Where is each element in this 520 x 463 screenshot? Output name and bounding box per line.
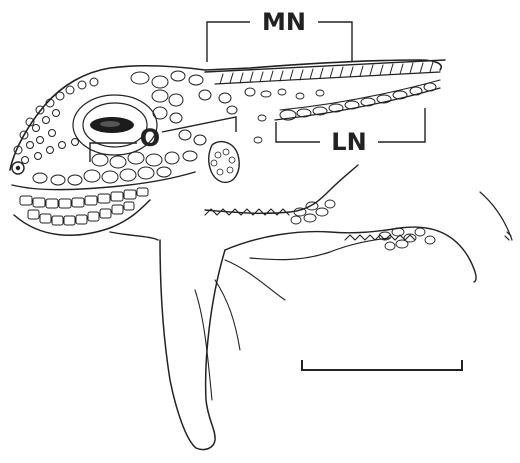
- body-outline: [205, 165, 512, 282]
- nostril: [12, 162, 24, 174]
- scale-bar: [302, 360, 462, 370]
- lateral-nuchal-row: [275, 80, 440, 120]
- head-scales: [14, 71, 255, 225]
- ear-opening: [209, 142, 239, 183]
- neck-scales: [254, 89, 324, 143]
- o-label: O: [140, 124, 160, 152]
- ln-label: LN: [331, 128, 366, 156]
- dewlap: [160, 240, 285, 450]
- head-outline: [10, 60, 441, 240]
- mn-label: MN: [262, 8, 306, 36]
